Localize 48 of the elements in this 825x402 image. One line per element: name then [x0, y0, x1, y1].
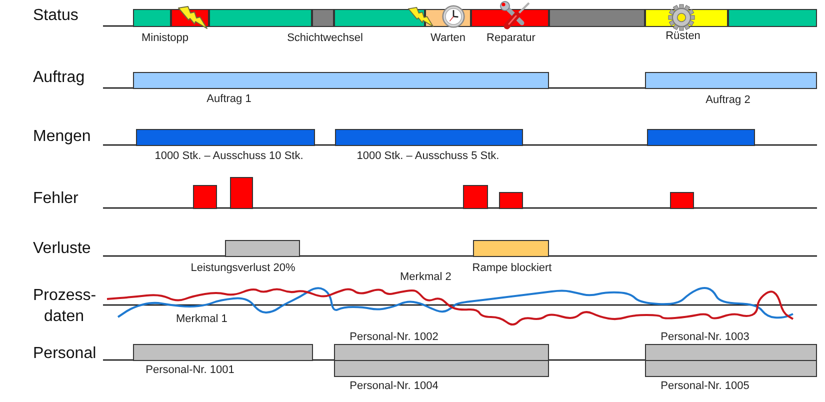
bar-caption: 1000 Stk. – Ausschuss 10 Stk.: [154, 150, 304, 163]
order-bar: [645, 72, 817, 89]
bar-caption: Auftrag 2: [706, 94, 750, 107]
defect-bar: [670, 192, 694, 209]
defect-bar: [463, 185, 488, 209]
curve-label: Merkmal 1: [176, 313, 228, 326]
bar-caption: Personal-Nr. 1001: [146, 364, 234, 377]
bar-caption: Ministopp: [141, 32, 189, 45]
status-segment: [133, 9, 171, 27]
status-segment: [334, 9, 425, 27]
row-label: Fehler: [33, 189, 78, 209]
row-label: Prozess- daten: [33, 286, 95, 327]
row-label: Verluste: [33, 239, 91, 259]
row-label: Personal: [33, 344, 96, 364]
staff-bar: [334, 344, 549, 361]
bar-caption: Personal-Nr. 1005: [660, 380, 750, 393]
status-segment: [728, 9, 817, 27]
status-segment: [549, 9, 645, 27]
defect-bar: [499, 192, 523, 209]
bar-caption: Auftrag 1: [206, 93, 252, 106]
quantity-bar: [335, 129, 523, 146]
bar-caption: 1000 Stk. – Ausschuss 5 Stk.: [356, 150, 500, 163]
loss-bar: [473, 240, 549, 257]
bar-caption: Leistungsverlust 20%: [190, 262, 296, 275]
bar-caption: Rüsten: [666, 30, 700, 43]
defect-bar: [230, 177, 253, 209]
staff-bar: [133, 344, 313, 361]
defect-bar: [193, 185, 217, 209]
bar-caption: Reparatur: [486, 32, 536, 45]
staff-bar: [334, 360, 549, 377]
order-bar: [133, 72, 549, 89]
bar-caption: Schichtwechsel: [287, 32, 363, 45]
loss-bar: [225, 240, 300, 257]
staff-bar: [645, 360, 817, 377]
quantity-bar: [136, 129, 315, 146]
quantity-bar: [647, 129, 755, 146]
staff-bar: [645, 344, 817, 361]
row-label: Auftrag: [33, 68, 85, 88]
bar-caption: Warten: [430, 32, 466, 45]
status-segment: [209, 9, 312, 27]
bar-caption: Personal-Nr. 1004: [350, 380, 438, 393]
bar-caption: Personal-Nr. 1002: [350, 331, 438, 344]
row-label: Status: [33, 6, 78, 26]
bar-caption: Rampe blockiert: [472, 262, 552, 275]
status-segment: [312, 9, 334, 27]
row-label: Mengen: [33, 127, 91, 147]
bar-caption: Personal-Nr. 1003: [660, 331, 750, 344]
curve-label: Merkmal 2: [400, 271, 452, 284]
